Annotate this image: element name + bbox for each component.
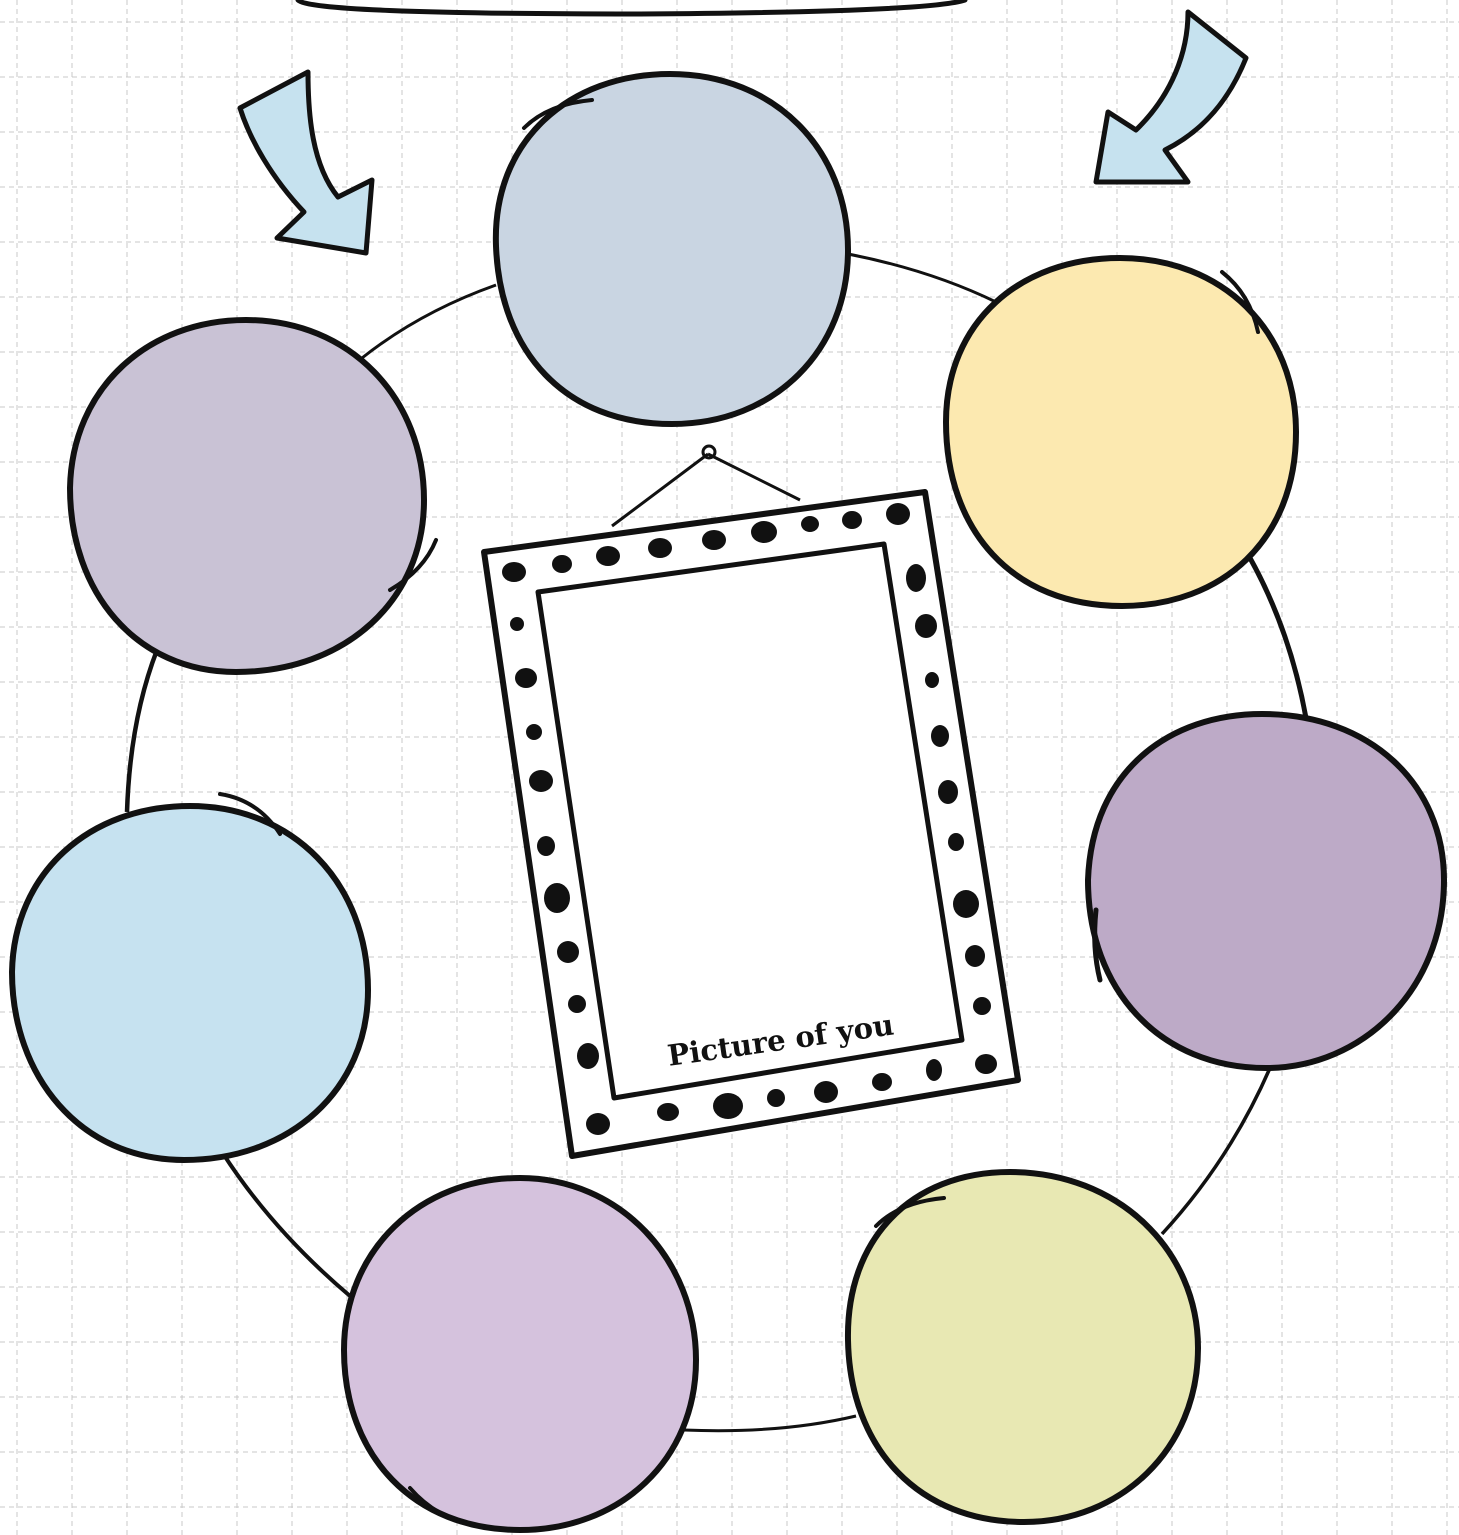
title-banner-edge <box>298 0 965 14</box>
bubble-lower-right[interactable] <box>848 1172 1198 1522</box>
frame-dot <box>953 890 979 918</box>
frame-dot <box>515 668 537 688</box>
frame-dot <box>713 1093 743 1119</box>
frame-dot <box>544 883 570 913</box>
frame-dot <box>842 511 862 529</box>
curved-arrow-down-right-icon <box>240 72 372 253</box>
frame-dot <box>577 1043 599 1069</box>
frame-dot <box>526 724 542 740</box>
bubble-top[interactable] <box>496 74 848 424</box>
frame-dot <box>814 1081 838 1103</box>
frame-dot <box>925 672 939 688</box>
frame-dot <box>502 562 526 582</box>
frame-dot <box>926 1059 942 1081</box>
frame-dot <box>906 564 926 592</box>
frame-dot <box>975 1054 997 1074</box>
frame-dot <box>886 503 910 525</box>
frame-dot <box>648 538 672 558</box>
frame-dot <box>872 1073 892 1091</box>
bubble-lower-left[interactable] <box>344 1178 696 1530</box>
frame-dot <box>557 941 579 963</box>
bubble-right[interactable] <box>1088 714 1444 1068</box>
frame-dot <box>657 1103 679 1121</box>
frame-dot <box>552 555 572 573</box>
bubble-upper-left[interactable] <box>70 320 436 672</box>
hanging-picture-frame-icon: Picture of you <box>484 446 1018 1156</box>
curved-arrow-down-left-icon <box>1096 12 1246 182</box>
frame-dot <box>931 725 949 747</box>
frame-dot <box>568 995 586 1013</box>
frame-dot <box>965 945 985 967</box>
frame-dot <box>973 997 991 1015</box>
frame-dot <box>915 614 937 638</box>
frame-dot <box>702 530 726 550</box>
frame-dot <box>596 546 620 566</box>
frame-dot <box>751 521 777 543</box>
frame-dot <box>801 516 819 532</box>
frame-dot <box>510 617 524 631</box>
frame-dot <box>767 1089 785 1107</box>
frame-dot <box>948 833 964 851</box>
frame-dot <box>938 780 958 804</box>
frame-dot <box>529 770 553 792</box>
bubble-upper-right[interactable] <box>946 258 1296 606</box>
frame-dot <box>586 1113 610 1135</box>
picture-area[interactable] <box>538 544 962 1098</box>
bubble-left[interactable] <box>12 794 368 1160</box>
frame-dot <box>537 836 555 856</box>
